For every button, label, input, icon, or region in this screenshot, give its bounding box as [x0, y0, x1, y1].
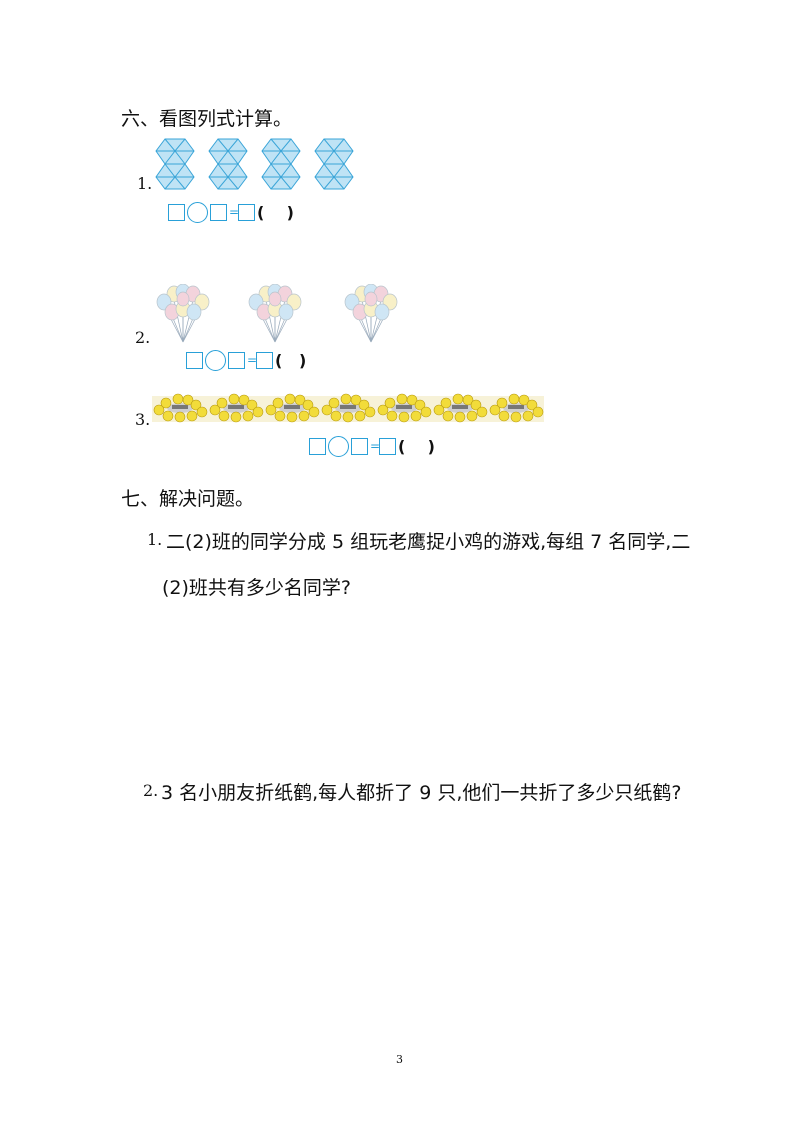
equals-sign: = — [229, 205, 240, 219]
hexagram-figure — [261, 138, 301, 190]
equation-template-2: = ( ) — [186, 350, 326, 376]
question-2-number: 2. — [143, 781, 159, 800]
balloon-bunch — [244, 284, 306, 344]
answer-box[interactable] — [228, 352, 245, 369]
chick-group — [152, 392, 544, 424]
chick-cluster — [152, 392, 208, 424]
chick-cluster — [320, 392, 376, 424]
unit-parentheses: ( ) — [398, 437, 435, 456]
hexagram-group — [155, 138, 525, 192]
chick-cluster — [208, 392, 264, 424]
operator-circle[interactable] — [205, 350, 226, 371]
question-2-text: 3 名小朋友折纸鹤,每人都折了 9 只,他们一共折了多少只纸鹤? — [161, 782, 682, 804]
chick-cluster — [432, 392, 488, 424]
answer-box[interactable] — [256, 352, 273, 369]
answer-box[interactable] — [351, 438, 368, 455]
operator-circle[interactable] — [187, 202, 208, 223]
hexagram-figure — [314, 138, 354, 190]
page-number: 3 — [396, 1053, 403, 1066]
equation-template-3: = ( ) — [309, 436, 449, 462]
hexagram-figure — [155, 138, 195, 190]
section-7-heading: 七、解决问题。 — [121, 488, 255, 510]
balloon-bunch — [152, 284, 214, 344]
answer-box[interactable] — [238, 204, 255, 221]
equals-sign: = — [247, 353, 258, 367]
operator-circle[interactable] — [328, 436, 349, 457]
answer-box[interactable] — [210, 204, 227, 221]
answer-box[interactable] — [168, 204, 185, 221]
answer-box[interactable] — [186, 352, 203, 369]
equals-sign: = — [370, 439, 381, 453]
unit-parentheses: ( ) — [275, 351, 307, 370]
problem-1-number: 1. — [137, 174, 153, 193]
problem-2-number: 2. — [135, 328, 151, 347]
problem-3-number: 3. — [135, 410, 151, 429]
chick-cluster — [488, 392, 544, 424]
hexagram-figure — [208, 138, 248, 190]
balloon-group — [152, 284, 412, 346]
question-1-number: 1. — [147, 530, 163, 549]
answer-box[interactable] — [309, 438, 326, 455]
balloon-bunch — [340, 284, 402, 344]
question-1-text-line-2: (2)班共有多少名同学? — [162, 577, 351, 599]
question-1-text-line-1: 二(2)班的同学分成 5 组玩老鹰捉小鸡的游戏,每组 7 名同学,二 — [166, 531, 691, 553]
chick-cluster — [376, 392, 432, 424]
section-6-heading: 六、看图列式计算。 — [121, 108, 293, 130]
equation-template-1: = ( ) — [168, 202, 308, 228]
answer-box[interactable] — [379, 438, 396, 455]
unit-parentheses: ( ) — [257, 203, 294, 222]
chick-cluster — [264, 392, 320, 424]
